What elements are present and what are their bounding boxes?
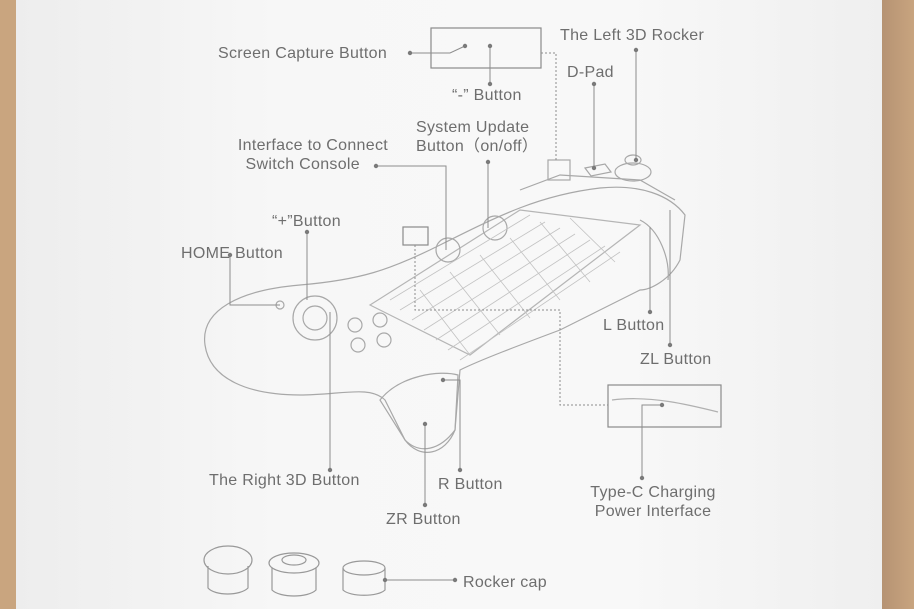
label-zr-button: ZR Button (386, 511, 461, 528)
label-left-rocker: The Left 3D Rocker (560, 27, 705, 44)
inset-typec (607, 384, 722, 428)
label-right-3d: The Right 3D Button (209, 472, 360, 489)
inset-screen-capture (430, 27, 542, 69)
label-r-button: R Button (438, 476, 503, 493)
honeycomb-pattern (389, 214, 621, 361)
label-plus-button: “+”Button (272, 213, 341, 230)
label-system-update-line2: Button（on/off） (416, 138, 539, 155)
manual-page (16, 0, 882, 609)
label-minus-button: “-” Button (452, 87, 522, 104)
label-dpad: D-Pad (567, 64, 614, 81)
label-typec-line2: Power Interface (594, 503, 712, 520)
leader-lines (229, 45, 671, 581)
controller-illustration (204, 154, 686, 453)
label-interface: Interface to Connect Switch Console (218, 136, 388, 174)
label-system-update-line1: System Update (416, 119, 530, 136)
label-zl-button: ZL Button (640, 351, 712, 368)
leader-dots (227, 43, 673, 583)
label-screen-capture: Screen Capture Button (218, 45, 388, 62)
label-interface-line1: Interface to Connect (237, 137, 388, 154)
label-rocker-cap: Rocker cap (463, 574, 547, 591)
label-system-update: System Update Button（on/off） (416, 118, 538, 156)
label-interface-line2: Switch Console (245, 156, 360, 173)
rocker-caps (203, 545, 386, 597)
box-edge (882, 0, 914, 609)
label-l-button: L Button (603, 317, 665, 334)
label-typec-line1: Type-C Charging (590, 484, 716, 501)
label-home-button: HOME Button (181, 245, 284, 262)
label-typec: Type-C Charging Power Interface (580, 483, 726, 521)
